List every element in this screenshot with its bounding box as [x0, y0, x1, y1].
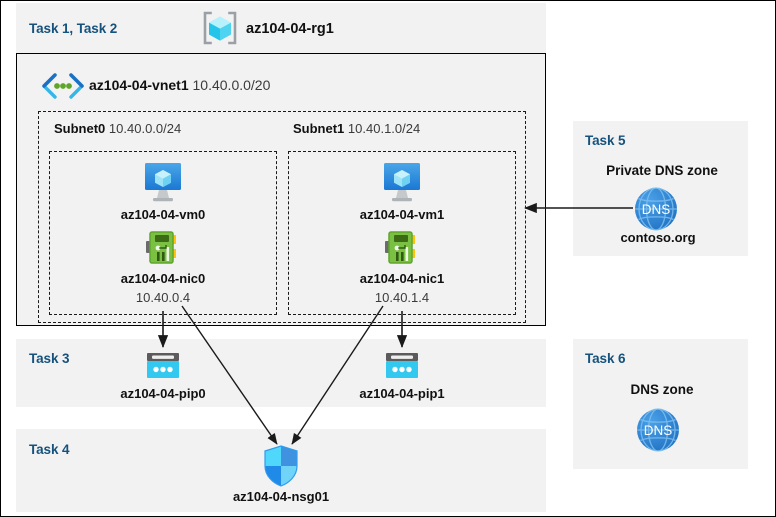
- network-security-group-icon: [261, 444, 301, 488]
- virtual-network-title: az104-04-vnet1 10.40.0.0/20: [89, 77, 270, 93]
- network-interface-icon: [382, 229, 422, 267]
- subnet1-title: Subnet1 10.40.1.0/24: [293, 121, 420, 136]
- subnet0-name: Subnet0: [54, 121, 106, 136]
- task-label-1-2: Task 1, Task 2: [29, 21, 118, 36]
- svg-text:DNS: DNS: [644, 423, 673, 438]
- pip0-label: az104-04-pip0: [120, 386, 206, 401]
- task3-panel: [16, 339, 546, 407]
- virtual-network-name: az104-04-vnet1: [89, 77, 189, 93]
- task-label-4: Task 4: [29, 442, 70, 457]
- task-label-5: Task 5: [585, 133, 626, 148]
- public-ip-address-icon: [144, 351, 182, 381]
- network-interface-icon: [143, 229, 183, 267]
- vm0-label: az104-04-vm0: [120, 207, 206, 222]
- nic1-label: az104-04-nic1: [359, 271, 445, 286]
- nic0-label: az104-04-nic0: [120, 271, 206, 286]
- private-dns-zone-heading: Private DNS zone: [606, 163, 718, 178]
- resource-group-icon: [200, 9, 240, 47]
- virtual-network-box: [16, 53, 546, 326]
- private-dns-zone-name: contoso.org: [620, 230, 696, 245]
- nic0-ip: 10.40.0.4: [135, 290, 191, 305]
- vm1-label: az104-04-vm1: [359, 207, 445, 222]
- virtual-machine-icon: [140, 161, 186, 203]
- pip1-label: az104-04-pip1: [359, 386, 445, 401]
- task-label-3: Task 3: [29, 351, 70, 366]
- task-label-6: Task 6: [585, 351, 626, 366]
- nsg-label: az104-04-nsg01: [232, 489, 330, 504]
- virtual-network-icon: [41, 73, 85, 99]
- subnet1-cidr: 10.40.1.0/24: [347, 121, 421, 136]
- svg-text:DNS: DNS: [642, 202, 671, 217]
- subnets-container: [38, 111, 526, 323]
- subnet0-title: Subnet0 10.40.0.0/24: [54, 121, 181, 136]
- virtual-network-cidr: 10.40.0.0/20: [192, 77, 271, 93]
- dns-zone-icon: DNS: [634, 406, 682, 454]
- resource-group-name: az104-04-rg1: [246, 21, 334, 37]
- dns-zone-icon: DNS: [632, 185, 680, 233]
- nic1-ip: 10.40.1.4: [374, 290, 430, 305]
- dns-zone-heading: DNS zone: [630, 382, 694, 397]
- public-ip-address-icon: [383, 351, 421, 381]
- subnet0-cidr: 10.40.0.0/24: [108, 121, 182, 136]
- resource-group-header-panel: [16, 3, 546, 53]
- virtual-machine-icon: [379, 161, 425, 203]
- subnet1-name: Subnet1: [293, 121, 345, 136]
